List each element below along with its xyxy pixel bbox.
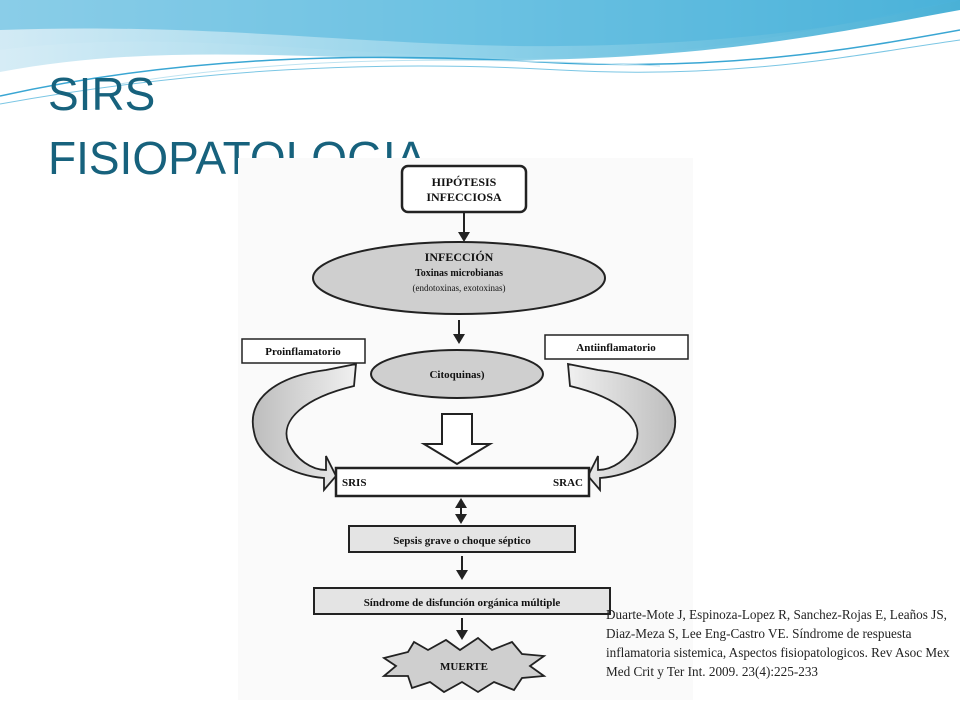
hypothesis-label-line1: HIPÓTESIS — [432, 175, 497, 189]
hypothesis-box: HIPÓTESIS INFECCIOSA — [400, 164, 528, 214]
arrow-down-icon — [456, 570, 468, 580]
title-line-1: SIRS — [48, 68, 156, 120]
cytokines-label: Citoquinas) — [429, 369, 484, 381]
death-starburst: MUERTE — [381, 636, 547, 694]
arrow-down-icon — [455, 514, 467, 524]
cytokines-ellipse: Citoquinas) — [370, 349, 544, 399]
left-curved-arrow-icon — [251, 362, 358, 493]
proinflammatory-label: Proinflamatorio — [265, 346, 341, 358]
antiinflammatory-label: Antiinflamatorio — [576, 342, 656, 354]
arrow-down-icon — [456, 630, 468, 640]
infection-examples: (endotoxinas, exotoxinas) — [413, 283, 506, 293]
death-label: MUERTE — [440, 661, 488, 673]
hypothesis-label-line2: INFECCIOSA — [426, 190, 502, 204]
antiinflammatory-box: Antiinflamatorio — [544, 334, 689, 360]
infection-toxins: Toxinas microbianas — [415, 268, 503, 279]
pathophysiology-diagram: HIPÓTESIS INFECCIOSA INFECCIÓN Toxinas m… — [238, 158, 693, 700]
mods-box: Síndrome de disfunción orgánica múltiple — [313, 587, 611, 615]
sepsis-label: Sepsis grave o choque séptico — [393, 535, 531, 547]
citation-text: Duarte-Mote J, Espinoza-Lopez R, Sanchez… — [606, 607, 950, 679]
srac-label: SRAC — [553, 477, 583, 489]
sris-srac-box: SRIS SRAC — [334, 466, 591, 498]
right-curved-arrow-icon — [566, 362, 677, 493]
header-wave-decoration — [0, 0, 960, 105]
proinflammatory-box: Proinflamatorio — [241, 338, 366, 364]
arrow-down-icon — [458, 232, 470, 242]
infection-title: INFECCIÓN — [425, 250, 494, 264]
infection-ellipse: INFECCIÓN Toxinas microbianas (endotoxin… — [312, 241, 606, 315]
arrow-up-icon — [455, 498, 467, 508]
sris-label: SRIS — [342, 477, 366, 489]
hollow-down-arrow-icon — [420, 413, 494, 466]
arrow-down-icon — [453, 334, 465, 344]
mods-label: Síndrome de disfunción orgánica múltiple — [364, 597, 561, 609]
sepsis-box: Sepsis grave o choque séptico — [348, 525, 576, 553]
